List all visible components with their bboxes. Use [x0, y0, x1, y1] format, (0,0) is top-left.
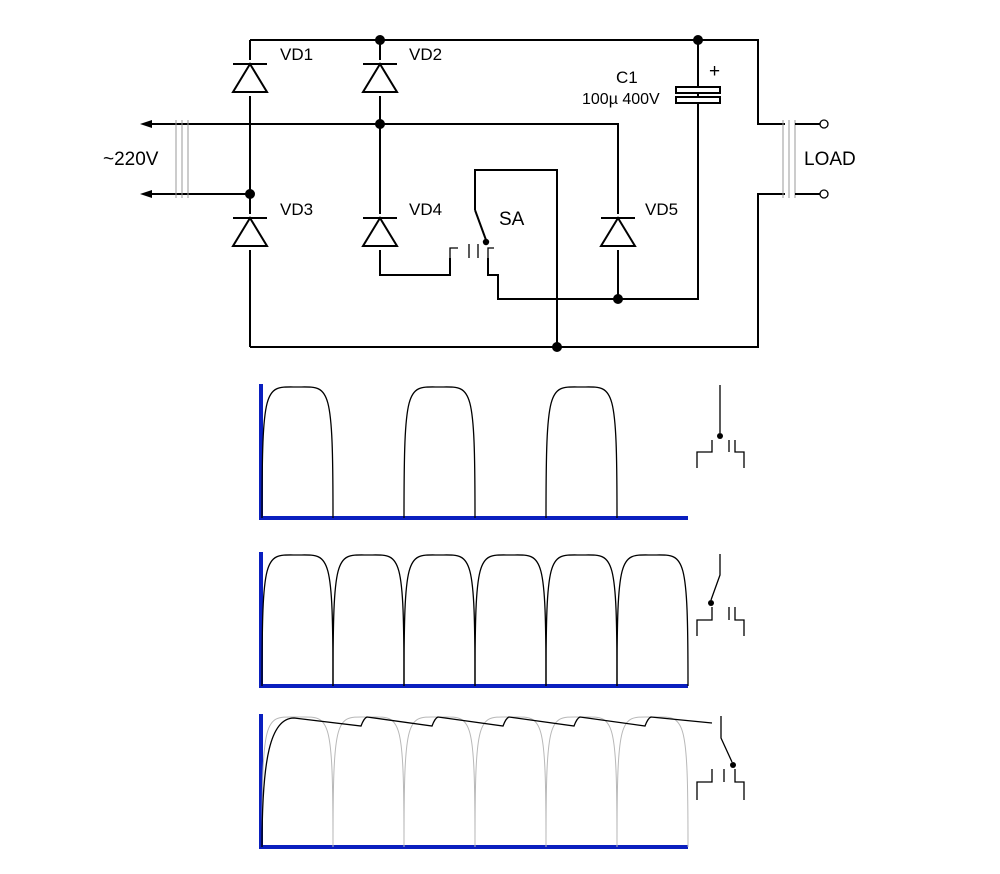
waveform-3-ripple	[261, 716, 713, 848]
label-ac-source: ~220V	[103, 149, 159, 170]
waveform-1-humps	[261, 386, 618, 519]
circuit-schematic: VD1 VD2 VD3 VD4 VD5 C1 100µ 400V + ~220V…	[103, 35, 856, 352]
waveform-panel-1	[259, 384, 745, 520]
waveform-3-ghost-hump	[403, 716, 476, 848]
diode-vd5	[599, 214, 637, 250]
switch-icon-off	[696, 385, 745, 468]
label-vd3: VD3	[280, 200, 313, 219]
waveform-3-ghost-hump	[545, 716, 618, 848]
diode-vd2	[361, 60, 399, 96]
label-switch-sa: SA	[499, 209, 525, 230]
waveform-3-filtered	[261, 716, 713, 848]
waveform-panel-3	[259, 714, 745, 849]
waveform-3-ghost-hump	[332, 716, 405, 848]
label-load: LOAD	[804, 149, 856, 170]
waveform-3-ghost-hump	[474, 716, 547, 848]
waveform-2-hump	[332, 554, 405, 687]
label-vd1: VD1	[280, 45, 313, 64]
waveform-1-hump	[545, 386, 618, 519]
switch-icon-middle	[696, 554, 745, 636]
ac-input-arrows	[140, 120, 152, 198]
waveform-3-ghost-hump	[616, 716, 689, 848]
capacitor-c1	[675, 86, 721, 112]
diode-vd4	[361, 214, 399, 250]
output-transformer-symbol	[782, 120, 796, 198]
waveform-2-humps	[261, 554, 689, 687]
input-transformer-symbol	[175, 120, 189, 198]
waveform-panel-2	[259, 552, 745, 688]
label-c1-value: 100µ 400V	[582, 91, 660, 108]
waveform-3-ghost-hump	[261, 716, 334, 848]
load-terminals	[795, 119, 829, 199]
waveform-2-hump	[261, 554, 334, 687]
label-vd5: VD5	[645, 200, 678, 219]
label-capacitor-plus: +	[709, 61, 720, 82]
switch-sa	[449, 209, 494, 258]
diode-vd3	[231, 214, 269, 250]
waveform-1-hump	[261, 386, 334, 519]
waveform-2-hump	[403, 554, 476, 687]
label-c1: C1	[616, 68, 638, 87]
waveform-3-ghost-humps	[261, 716, 689, 848]
label-vd2: VD2	[409, 45, 442, 64]
waveform-2-hump	[474, 554, 547, 687]
waveform-2-hump	[545, 554, 618, 687]
junction-dots	[245, 35, 703, 352]
diode-vd1	[231, 60, 269, 96]
waveform-2-hump	[616, 554, 689, 687]
label-vd4: VD4	[409, 200, 442, 219]
switch-icon-capacitor	[696, 716, 745, 800]
waveform-1-hump	[403, 386, 476, 519]
